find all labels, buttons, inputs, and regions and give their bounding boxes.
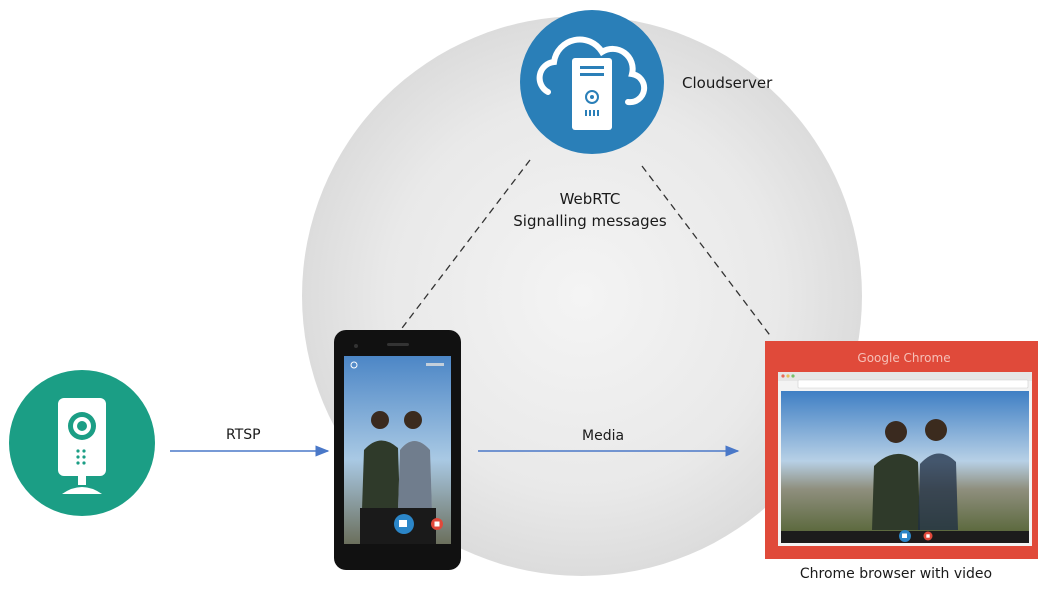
browser-window-title: Google Chrome — [857, 351, 950, 365]
ip-camera-icon — [9, 370, 155, 516]
cloud-server-icon — [520, 10, 664, 154]
signalling-label: WebRTC Signalling messages — [500, 188, 680, 232]
signalling-label-line2: Signalling messages — [513, 212, 667, 230]
signalling-line-left — [395, 159, 531, 337]
browser-window: Google Chrome — [765, 341, 1038, 559]
smartphone-icon — [334, 330, 461, 570]
media-label: Media — [582, 428, 625, 444]
cloud-server-label: Cloudserver — [682, 74, 773, 92]
signalling-label-line1: WebRTC — [559, 190, 621, 208]
browser-caption: Chrome browser with video — [799, 566, 993, 582]
rtsp-label: RTSP — [226, 427, 261, 443]
